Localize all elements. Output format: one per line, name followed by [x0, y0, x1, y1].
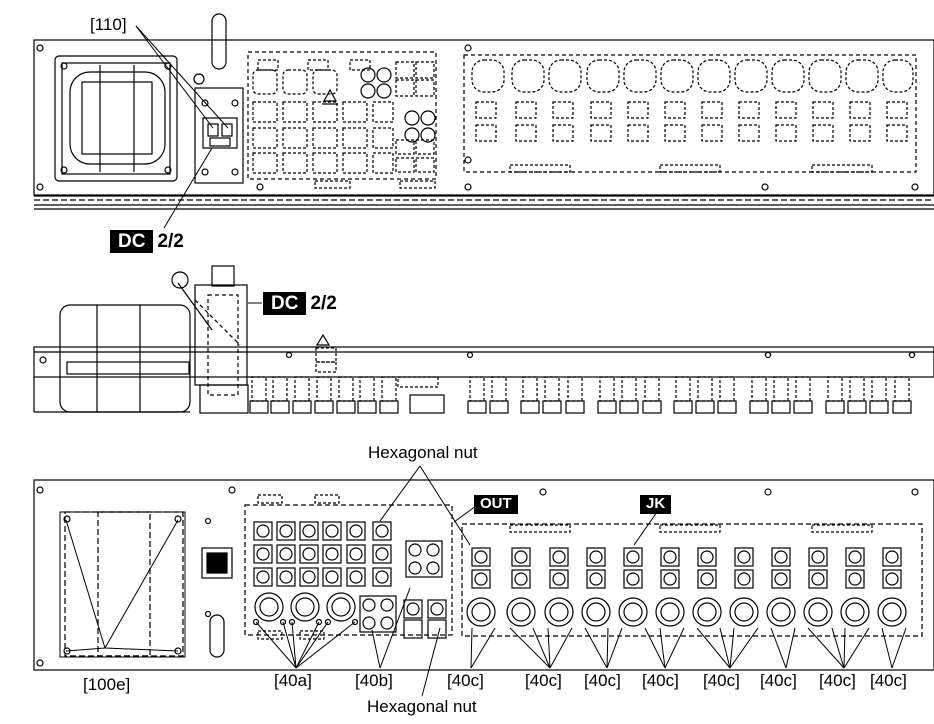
badge-dc-mid-sub: 2/2	[310, 293, 337, 314]
label-ref-40c-6: [40c]	[760, 671, 797, 690]
out-jack-grid	[253, 521, 392, 587]
label-ref-40c-7: [40c]	[819, 671, 856, 690]
label-ref-40a: [40a]	[274, 671, 312, 690]
label-ref-110: [110]	[90, 15, 127, 34]
label-ref-40c-3: [40c]	[584, 671, 621, 690]
dashed-block-top-left	[247, 51, 437, 180]
transformer-top	[54, 55, 178, 182]
jk-xlr-row	[466, 597, 907, 627]
label-ref-40b: [40b]	[355, 671, 393, 690]
label-ref-100e: [100e]	[83, 675, 131, 694]
tag-jk: JK	[640, 495, 672, 514]
label-hex-nut-top: Hexagonal nut	[368, 443, 478, 462]
label-ref-40c-8: [40c]	[870, 671, 907, 690]
badge-dc-mid-text: DC	[263, 292, 307, 315]
label-hex-nut-bottom: Hexagonal nut	[367, 697, 477, 716]
side-view-panel	[33, 265, 934, 414]
label-ref-40c-5: [40c]	[703, 671, 740, 690]
top-view-panel	[33, 13, 934, 229]
label-ref-40c-1: [40c]	[447, 671, 484, 690]
label-ref-40c-2: [40c]	[525, 671, 562, 690]
dc-connector-top	[194, 87, 244, 184]
badge-dc-top-sub: 2/2	[157, 231, 184, 252]
tag-out: OUT	[474, 495, 518, 514]
label-ref-40c-4: [40c]	[642, 671, 679, 690]
rca-group	[359, 540, 447, 639]
badge-dc-top-text: DC	[110, 230, 154, 253]
rear-view-panel	[33, 465, 934, 697]
dashed-block-top-right	[463, 54, 917, 173]
xlr-out-group	[252, 592, 359, 626]
jk-jack-rows	[471, 547, 902, 589]
